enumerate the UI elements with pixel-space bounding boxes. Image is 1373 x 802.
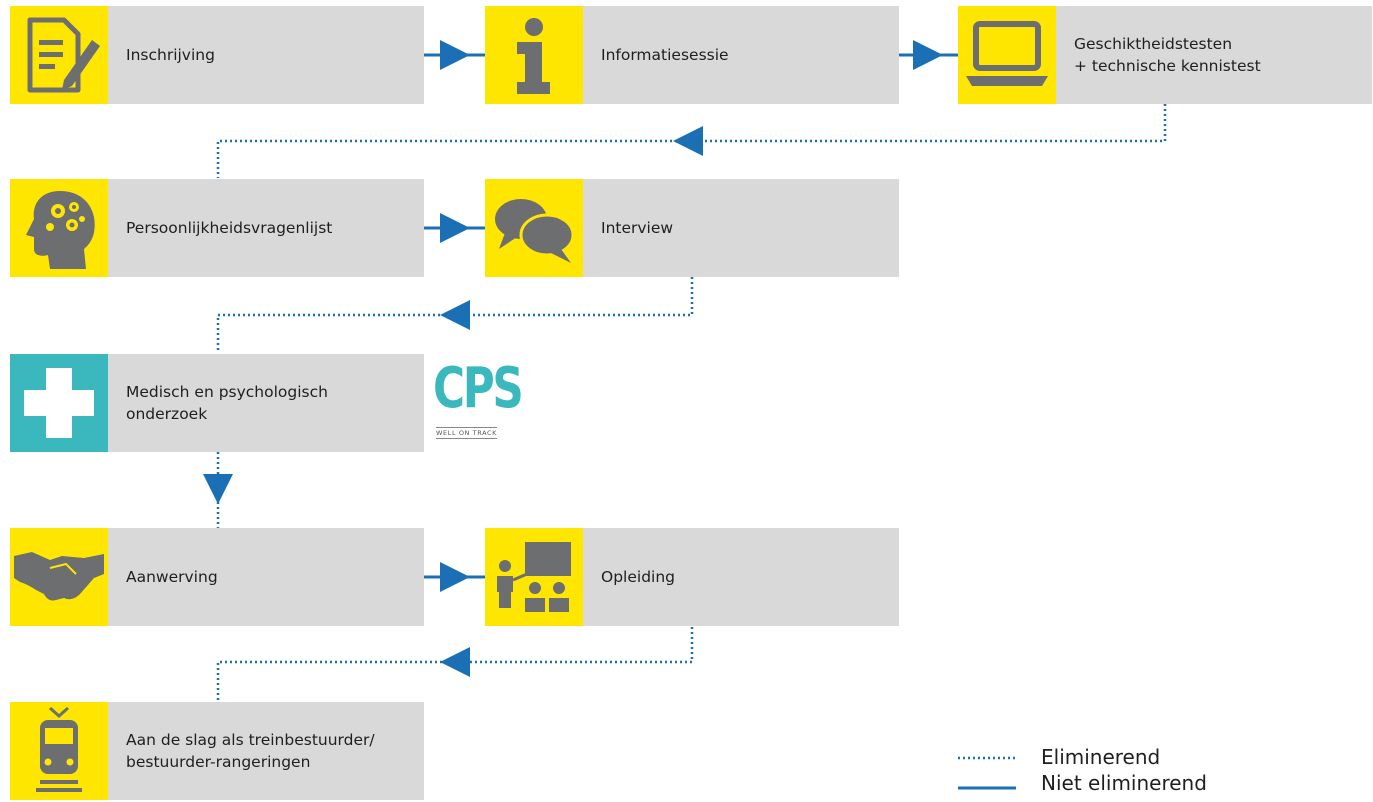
step-icon-tile (485, 6, 583, 104)
train-icon (36, 706, 82, 792)
step-label: Geschiktheidstesten + technische kennist… (1074, 6, 1364, 104)
step-inschrijving: Inschrijving (10, 6, 424, 104)
arrowhead-left (673, 126, 703, 156)
step-label-line: Opleiding (601, 568, 675, 586)
step-label: Persoonlijkheidsvragenlijst (126, 179, 416, 277)
step-icon-tile (10, 354, 108, 452)
step-aanwerving: Aanwerving (10, 528, 424, 626)
step-label: Aanwerving (126, 528, 416, 626)
document-pen-icon (27, 17, 100, 93)
step-icon-tile (485, 179, 583, 277)
cps-logo-tagline: WELL ON TRACK (436, 427, 498, 439)
step-label: Informatiesessie (601, 6, 891, 104)
step-icon-tile (958, 6, 1056, 104)
step-label-line: onderzoek (126, 405, 208, 423)
step-opleiding: Opleiding (485, 528, 899, 626)
step-label-line: Medisch en psychologisch (126, 383, 328, 401)
step-label-line: + technische kennistest (1074, 57, 1261, 75)
step-medisch-onderzoek: Medisch en psychologisch onderzoek (10, 354, 424, 452)
cps-logo: CPS WELL ON TRACK (433, 357, 524, 443)
cps-logo-letters: CPS (433, 356, 524, 421)
step-icon-tile (10, 179, 108, 277)
step-label-line: bestuurder-rangeringen (126, 753, 311, 771)
arrowhead-left (440, 647, 470, 677)
step-icon-tile (485, 528, 583, 626)
arrowhead-right (440, 213, 470, 243)
step-label-line: Aan de slag als treinbestuurder/ (126, 731, 375, 749)
step-label-line: Interview (601, 219, 674, 237)
head-gears-icon (26, 191, 95, 269)
arrowhead-right (440, 40, 470, 70)
handshake-icon (14, 552, 104, 601)
arrowhead-right (913, 40, 943, 70)
step-label: Medisch en psychologisch onderzoek (126, 354, 416, 452)
step-label-line: Geschiktheidstesten (1074, 35, 1233, 53)
step-label-line: Aanwerving (126, 568, 218, 586)
step-label-line: Inschrijving (126, 46, 215, 64)
laptop-icon (966, 21, 1048, 86)
arrowhead-left (440, 300, 470, 330)
step-interview: Interview (485, 179, 899, 277)
legend-eliminating-label: Eliminerend (1041, 745, 1161, 769)
step-label: Interview (601, 179, 891, 277)
step-informatiesessie: Informatiesessie (485, 6, 899, 104)
legend-non-eliminating-label: Niet eliminerend (1041, 771, 1207, 795)
step-persoonlijkheidsvragenlijst: Persoonlijkheidsvragenlijst (10, 179, 424, 277)
step-label: Aan de slag als treinbestuurder/ bestuur… (126, 702, 416, 800)
info-icon (517, 18, 550, 94)
step-label-line: Informatiesessie (601, 46, 729, 64)
step-icon-tile (10, 528, 108, 626)
speech-bubbles-icon (495, 199, 575, 263)
classroom-icon (497, 542, 571, 612)
step-geschiktheidstesten: Geschiktheidstesten + technische kennist… (958, 6, 1372, 104)
step-label-line: Persoonlijkheidsvragenlijst (126, 219, 333, 237)
step-label: Opleiding (601, 528, 891, 626)
arrowhead-down (203, 474, 233, 504)
step-treinbestuurder: Aan de slag als treinbestuurder/ bestuur… (10, 702, 424, 800)
medical-cross-icon (24, 368, 94, 438)
arrowhead-right (440, 562, 470, 592)
step-icon-tile (10, 702, 108, 800)
step-icon-tile (10, 6, 108, 104)
step-label: Inschrijving (126, 6, 416, 104)
